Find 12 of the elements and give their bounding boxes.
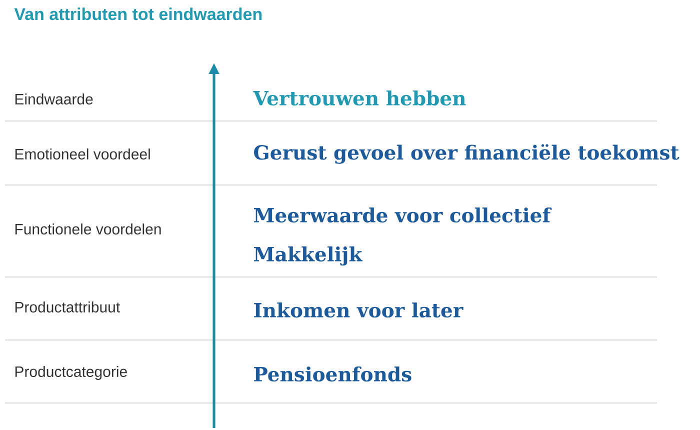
title: Van attributen tot eindwaarden xyxy=(14,8,262,20)
value-label: Meerwaarde voor collectief xyxy=(254,207,552,223)
row-label: Eindwaarde xyxy=(15,94,93,104)
row-label: Functionele voordelen xyxy=(15,223,161,234)
row-label: Emotioneel voordeel xyxy=(15,148,150,160)
value-label: Inkomen voor later xyxy=(254,302,464,318)
value-label: Gerust gevoel over financiële toekomst xyxy=(254,144,680,164)
row-label: Productcategorie xyxy=(15,366,127,380)
value-label: Vertrouwen hebben xyxy=(253,90,466,106)
value-label: Pensioenfonds xyxy=(254,366,412,382)
row-label: Productattribuut xyxy=(15,301,120,312)
value-label: Makkelijk xyxy=(254,246,363,266)
